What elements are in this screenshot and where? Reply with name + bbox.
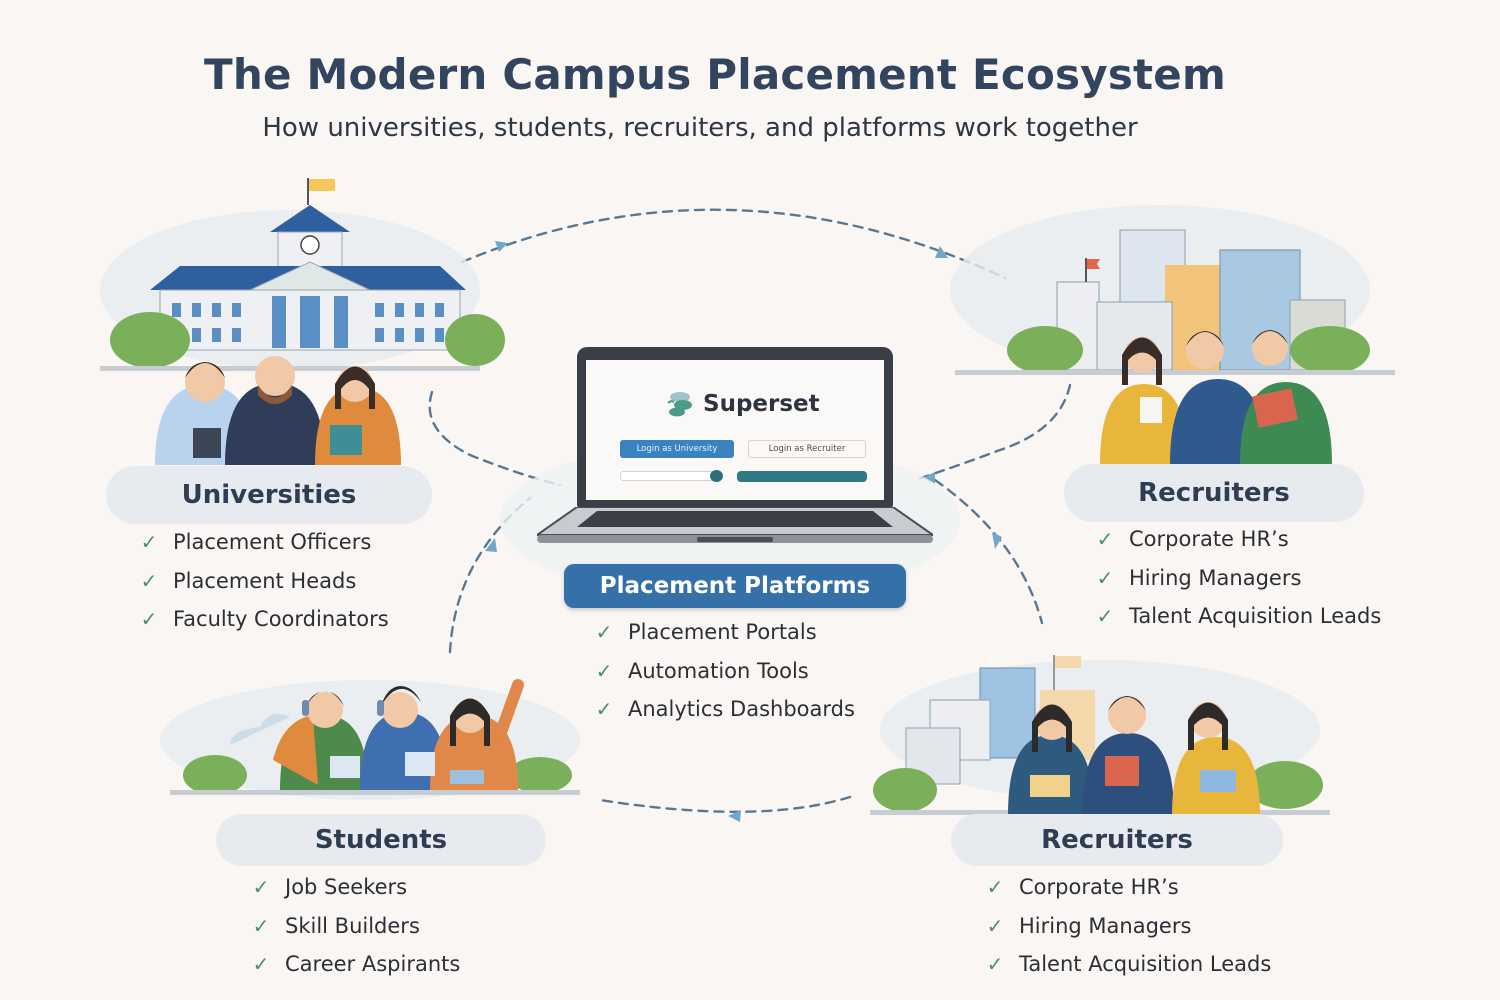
arrowhead-icon <box>935 246 948 258</box>
login-as-recruiter-button[interactable]: Login as Recruiter <box>748 440 866 458</box>
check-icon: ✓ <box>140 607 158 632</box>
arrowhead-icon <box>728 810 741 822</box>
list-item: ✓Faculty Coordinators <box>137 600 389 639</box>
list-item: ✓Placement Heads <box>137 562 389 601</box>
arrow-recruiters-bottom-to-students <box>598 795 852 813</box>
superset-brand-name: Superset <box>703 391 820 417</box>
check-icon: ✓ <box>252 952 270 977</box>
students-heading: Students <box>216 814 546 866</box>
check-icon: ✓ <box>986 952 1004 977</box>
students-list: ✓Job Seekers ✓Skill Builders ✓Career Asp… <box>249 868 461 984</box>
check-icon: ✓ <box>140 568 158 593</box>
universities-list: ✓Placement Officers ✓Placement Heads ✓Fa… <box>137 523 389 639</box>
check-icon: ✓ <box>986 913 1004 938</box>
toggle-knob[interactable] <box>710 470 723 482</box>
list-item: ✓Skill Builders <box>249 907 460 946</box>
arrowhead-icon <box>992 532 1002 549</box>
check-icon: ✓ <box>252 913 270 938</box>
list-item: ✓Hiring Managers <box>983 907 1271 946</box>
login-input-field[interactable] <box>620 471 720 481</box>
superset-logo-icon <box>663 390 695 418</box>
diagram-subtitle: How universities, students, recruiters, … <box>262 113 1138 143</box>
login-as-university-button[interactable]: Login as University <box>620 440 734 458</box>
superset-brand: Superset <box>663 390 820 418</box>
list-item: ✓Analytics Dashboards <box>592 690 855 729</box>
check-icon: ✓ <box>140 530 158 555</box>
laptop-screen: Superset Login as University Login as Re… <box>577 347 893 507</box>
university-staff-icon <box>155 356 401 465</box>
students-icon <box>170 679 580 795</box>
list-item: ✓Talent Acquisition Leads <box>983 945 1272 984</box>
recruiters-top-people-icon <box>1100 330 1332 464</box>
list-item: ✓Career Aspirants <box>249 945 461 984</box>
list-item: ✓Job Seekers <box>249 868 460 907</box>
superset-login-screen: Superset Login as University Login as Re… <box>586 360 884 500</box>
check-icon: ✓ <box>595 658 613 683</box>
list-item: ✓Talent Acquisition Leads <box>1093 597 1382 636</box>
list-item: ✓Hiring Managers <box>1093 559 1381 598</box>
check-icon: ✓ <box>986 875 1004 900</box>
check-icon: ✓ <box>1096 527 1114 552</box>
placement-platforms-list: ✓Placement Portals ✓Automation Tools ✓An… <box>592 613 855 729</box>
list-item: ✓Placement Portals <box>592 613 855 652</box>
check-icon: ✓ <box>252 875 270 900</box>
list-item: ✓Corporate HR’s <box>983 868 1271 907</box>
arrowhead-icon <box>922 472 935 484</box>
list-item: ✓Corporate HR’s <box>1093 520 1381 559</box>
university-building-icon <box>100 178 505 371</box>
recruiters-bottom-heading: Recruiters <box>951 814 1283 866</box>
recruiters-bottom-list: ✓Corporate HR’s ✓Hiring Managers ✓Talent… <box>983 868 1272 984</box>
list-item: ✓Automation Tools <box>592 652 855 691</box>
placement-platforms-heading: Placement Platforms <box>564 564 906 608</box>
arrowhead-icon <box>485 538 497 552</box>
submit-bar-button[interactable] <box>737 471 867 482</box>
arrow-universities-to-recruiters <box>460 208 1007 280</box>
check-icon: ✓ <box>1096 565 1114 590</box>
recruiters-bottom-people-icon <box>1008 696 1260 815</box>
laptop-keyboard-base <box>537 507 933 543</box>
arrow-platform-to-recruiters-bottom <box>933 478 1044 625</box>
diagram-title: The Modern Campus Placement Ecosystem <box>204 50 1226 99</box>
recruiters-top-heading: Recruiters <box>1064 464 1364 522</box>
recruiters-top-list: ✓Corporate HR’s ✓Hiring Managers ✓Talent… <box>1093 520 1382 636</box>
list-item: ✓Placement Officers <box>137 523 389 562</box>
universities-heading: Universities <box>106 466 432 524</box>
arrow-recruiters-to-platform <box>913 383 1072 482</box>
arrowhead-icon <box>495 241 508 252</box>
check-icon: ✓ <box>595 620 613 645</box>
check-icon: ✓ <box>595 697 613 722</box>
arrow-students-to-platform <box>448 496 532 654</box>
check-icon: ✓ <box>1096 604 1114 629</box>
